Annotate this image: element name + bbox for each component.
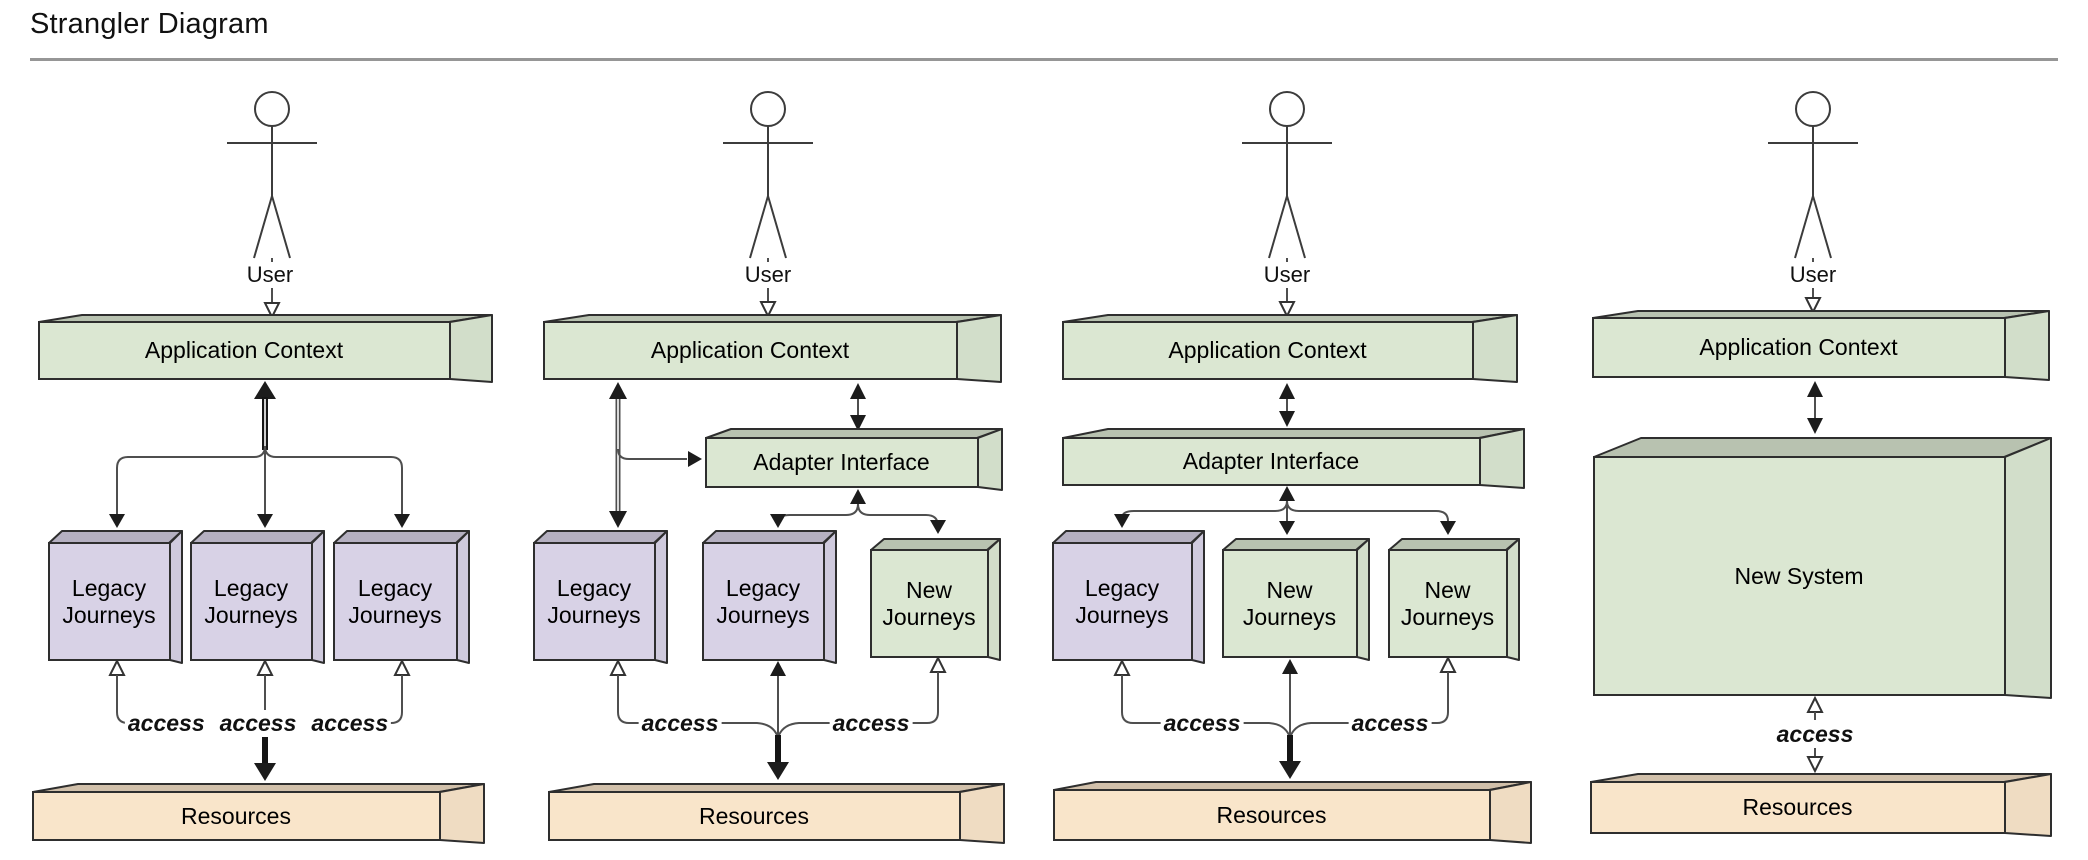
access-label: access xyxy=(216,710,300,737)
adapter-interface-label: Adapter Interface xyxy=(1182,448,1360,475)
application-context-box: Application Context xyxy=(1062,314,1518,384)
legacy-journeys-label: Legacy Journeys xyxy=(348,574,442,628)
resources-label: Resources xyxy=(1742,794,1853,821)
application-context-label: Application Context xyxy=(1699,334,1898,361)
legacy-journeys-label: Legacy Journeys xyxy=(547,574,641,628)
resources-label: Resources xyxy=(1216,801,1327,828)
access-label: access xyxy=(1773,721,1857,748)
resources-box: Resources xyxy=(1053,781,1532,845)
access-label: access xyxy=(1348,710,1432,737)
title-rule xyxy=(30,58,2058,61)
new-journeys-label: New Journeys xyxy=(1400,576,1495,630)
access-label: access xyxy=(1160,710,1244,737)
user-actor-figure xyxy=(723,91,813,259)
arrowhead xyxy=(263,302,281,320)
user-actor-figure xyxy=(1768,91,1858,259)
user-actor-figure xyxy=(1242,91,1332,259)
resources-label: Resources xyxy=(699,802,809,829)
panel-4-connectors xyxy=(1768,91,1858,774)
legacy-journeys-label: Legacy Journeys xyxy=(62,574,156,628)
application-context-label: Application Context xyxy=(650,337,850,364)
user-label: User xyxy=(741,262,795,288)
legacy-journeys-box: Legacy Journeys xyxy=(333,530,470,665)
legacy-journeys-label: Legacy Journeys xyxy=(204,574,298,628)
user-label: User xyxy=(243,262,297,288)
new-journeys-label: New Journeys xyxy=(882,576,976,630)
access-label: access xyxy=(638,710,722,737)
new-system-label: New System xyxy=(1734,562,1864,589)
access-label: access xyxy=(829,710,913,737)
legacy-journeys-label: Legacy Journeys xyxy=(1075,574,1169,628)
adapter-interface-box: Adapter Interface xyxy=(1062,428,1525,490)
access-labels: access xyxy=(1348,710,1432,737)
resources-box: Resources xyxy=(1590,773,2052,838)
access-labels: access xyxy=(829,710,913,737)
access-labels: access access access xyxy=(124,710,392,737)
application-context-box: Application Context xyxy=(1592,310,2050,382)
legacy-journeys-box: Legacy Journeys xyxy=(1052,530,1205,665)
legacy-journeys-label: Legacy Journeys xyxy=(716,574,810,628)
resources-box: Resources xyxy=(548,783,1005,845)
application-context-box: Application Context xyxy=(38,314,493,384)
adapter-interface-box: Adapter Interface xyxy=(705,428,1003,492)
page-title: Strangler Diagram xyxy=(30,8,269,40)
new-journeys-box: New Journeys xyxy=(1222,538,1370,662)
new-journeys-label: New Journeys xyxy=(1242,576,1337,630)
legacy-journeys-box: Legacy Journeys xyxy=(190,530,325,665)
application-context-label: Application Context xyxy=(1168,337,1367,364)
access-labels: access xyxy=(1160,710,1244,737)
application-context-box: Application Context xyxy=(543,314,1002,384)
new-journeys-box: New Journeys xyxy=(1388,538,1520,662)
legacy-journeys-box: Legacy Journeys xyxy=(533,530,668,665)
user-actor-figure xyxy=(227,91,317,259)
legacy-journeys-box: Legacy Journeys xyxy=(702,530,837,665)
application-context-label: Application Context xyxy=(144,337,344,364)
panel-1-connectors xyxy=(108,91,411,781)
access-label: access xyxy=(124,710,208,737)
user-label: User xyxy=(1260,262,1314,288)
access-label: access xyxy=(308,710,392,737)
adapter-interface-label: Adapter Interface xyxy=(753,449,930,476)
resources-box: Resources xyxy=(32,783,485,845)
access-labels: access xyxy=(1773,721,1857,748)
resources-label: Resources xyxy=(181,802,291,829)
access-labels: access xyxy=(638,710,722,737)
user-label: User xyxy=(1786,262,1840,288)
new-journeys-box: New Journeys xyxy=(870,538,1001,662)
new-system-box: New System xyxy=(1593,437,2052,700)
legacy-journeys-box: Legacy Journeys xyxy=(48,530,183,665)
